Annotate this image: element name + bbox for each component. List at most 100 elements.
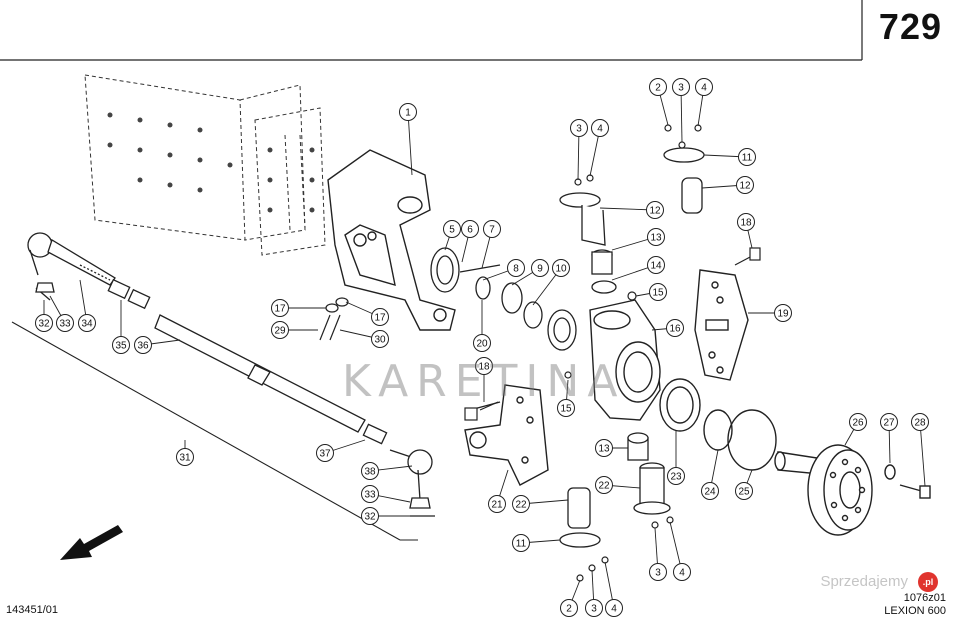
callout-label: 29 [274,326,286,337]
callout-7: 7 [481,220,501,269]
callout-27: 27 [880,413,898,464]
callout-22: 22 [512,495,569,513]
callout-13: 13 [595,439,628,457]
callout-29: 29 [271,321,318,339]
callout-31: 31 [176,440,194,466]
callout-label: 4 [611,604,617,615]
callout-2: 2 [560,579,581,617]
callout-balloon [399,103,417,121]
callout-label: 2 [566,604,572,615]
callout-10: 10 [532,259,570,306]
callout-balloon [361,462,379,480]
steering-bracket [327,149,456,331]
callout-balloon [911,413,929,431]
callout-label: 25 [738,487,750,498]
callout-leader [919,421,926,487]
callout-6: 6 [461,220,479,263]
callout-17: 17 [271,299,326,317]
callout-label: 27 [883,418,895,429]
callout-38: 38 [361,462,413,480]
callout-18: 18 [475,357,493,402]
callout-4: 4 [589,119,609,177]
callout-32: 32 [361,507,410,525]
callout-balloon [271,321,289,339]
callout-balloon [56,314,74,332]
callout-balloon [738,148,756,166]
callout-16: 16 [651,319,684,337]
callout-leader [599,207,656,211]
callout-balloon [557,399,575,417]
callout-label: 13 [598,444,610,455]
callout-balloon [176,448,194,466]
callout-balloon [701,482,719,500]
callout-32: 32 [35,300,53,332]
callout-balloon [849,413,867,431]
callout-balloon [371,308,389,326]
callout-label: 7 [489,225,495,236]
callout-label: 22 [598,481,610,492]
callout-11: 11 [512,534,561,552]
callout-balloon [361,507,379,525]
callout-label: 4 [701,83,707,94]
callout-label: 31 [179,453,191,464]
callout-label: 3 [576,124,582,135]
callout-23: 23 [667,430,685,485]
callout-label: 28 [914,418,926,429]
callout-label: 15 [560,404,572,415]
callout-label: 8 [513,264,519,275]
callout-label: 4 [597,124,603,135]
callout-balloon [672,78,690,96]
callout-label: 13 [650,233,662,244]
callout-balloon [585,599,603,617]
callout-label: 16 [669,324,681,335]
callout-label: 36 [137,341,149,352]
callout-20: 20 [473,300,491,352]
callout-label: 4 [679,568,685,579]
callout-label: 12 [649,206,661,217]
callout-label: 23 [670,472,682,483]
callout-3: 3 [649,527,667,581]
callout-label: 3 [655,568,661,579]
callout-label: 18 [740,218,752,229]
callout-balloon [488,495,506,513]
callout-label: 32 [38,319,50,330]
callout-balloon [461,220,479,238]
watermark-text: KARETINA [342,356,626,407]
callout-8: 8 [482,259,525,281]
callout-11: 11 [703,148,756,166]
callout-label: 19 [777,309,789,320]
callout-balloon [78,314,96,332]
callout-label: 1 [405,108,411,119]
callout-balloon [647,228,665,246]
page-number: 729 [878,6,942,47]
callout-balloon [271,299,289,317]
callout-label: 22 [515,500,527,511]
direction-arrow-icon [60,525,123,560]
callout-balloon [605,599,623,617]
callout-balloon [570,119,588,137]
bearing-stack [430,247,577,351]
callout-balloon [112,336,130,354]
callout-label: 20 [476,339,488,350]
callout-balloon [595,476,613,494]
callout-balloon [649,563,667,581]
callout-label: 37 [319,449,331,460]
callout-balloon [649,78,667,96]
callout-label: 18 [478,362,490,373]
callout-balloon [35,314,53,332]
callout-balloon [483,220,501,238]
callout-15: 15 [635,283,667,301]
callout-22: 22 [595,476,641,494]
callout-balloon [647,256,665,274]
king-pin-upper [559,147,705,294]
callout-5: 5 [443,220,461,251]
callout-label: 17 [274,304,286,315]
callout-3: 3 [585,569,603,617]
callout-label: 35 [115,341,127,352]
callout-label: 26 [852,418,864,429]
callout-balloon [507,259,525,277]
callout-balloon [595,439,613,457]
callout-balloon [443,220,461,238]
axle-beam-dashed [84,74,326,256]
